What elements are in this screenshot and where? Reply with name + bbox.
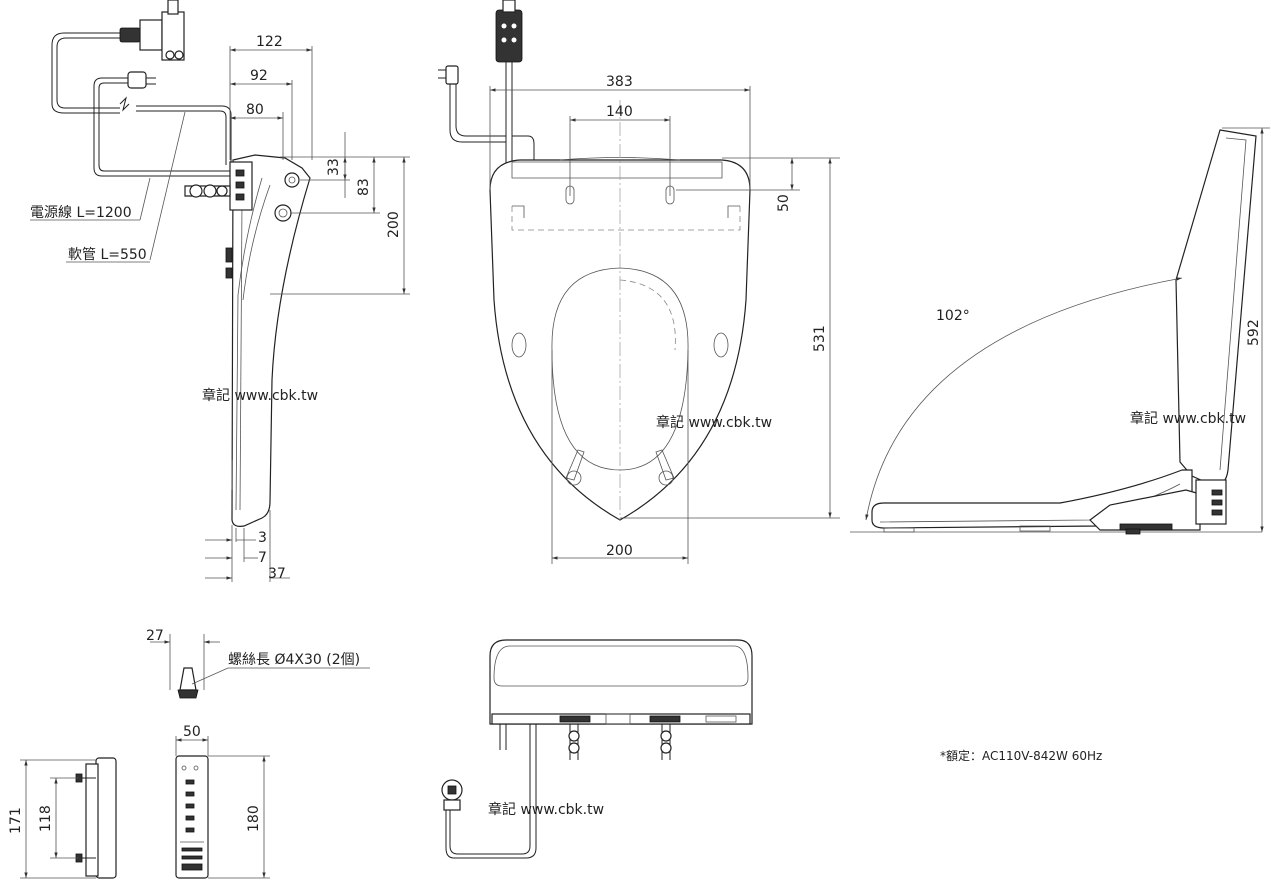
screw-drawing: 27 螺絲長 Ø4X30 (2個) xyxy=(146,628,370,699)
dim-50-top: 50 xyxy=(776,194,792,212)
seat-side-profile xyxy=(184,154,311,527)
dim-3: 3 xyxy=(258,530,267,546)
dim-27: 27 xyxy=(146,628,164,644)
dim-200-bottom: 200 xyxy=(606,543,633,559)
dim-140: 140 xyxy=(606,104,633,120)
dim-122: 122 xyxy=(256,34,283,50)
watermark: 章記 www.cbk.tw xyxy=(656,414,772,431)
dim-531: 531 xyxy=(812,325,828,352)
power-cord-label: 電源線 L=1200 xyxy=(30,205,132,221)
remote-view: 27 螺絲長 Ø4X30 (2個) 171 118 xyxy=(8,628,370,879)
rating-note: *額定：AC110V-842W 60Hz xyxy=(940,748,1102,763)
seat-profile-outline xyxy=(871,129,1257,535)
top-view: 383 140 50 531 200 章記 www.cbk.tw xyxy=(438,0,840,564)
power-cord-drawing xyxy=(51,0,238,177)
side-dimensions: 122 92 80 33 83 200 電源線 L=1200 軟管 L=550 xyxy=(30,34,410,582)
dim-92: 92 xyxy=(250,68,268,84)
dim-33: 33 xyxy=(326,158,342,176)
seat-top-outline xyxy=(489,157,751,521)
side-view: 122 92 80 33 83 200 電源線 L=1200 軟管 L=550 xyxy=(30,0,410,582)
dim-50-remote: 50 xyxy=(183,724,201,740)
dim-80: 80 xyxy=(246,102,264,118)
top-cord xyxy=(438,0,535,165)
front-view: 章記 www.cbk.tw xyxy=(441,639,753,859)
dim-200-side: 200 xyxy=(386,211,402,238)
wall-holder-side: 171 118 xyxy=(8,757,117,879)
dim-118: 118 xyxy=(38,805,54,832)
watermark: 章記 www.cbk.tw xyxy=(202,387,318,404)
dim-592: 592 xyxy=(1246,319,1262,346)
dim-180: 180 xyxy=(246,805,262,832)
remote-front: 50 180 xyxy=(175,724,270,879)
dim-83: 83 xyxy=(356,178,372,196)
dim-37: 37 xyxy=(268,566,286,582)
dim-383: 383 xyxy=(606,74,633,90)
dim-102-angle: 102° xyxy=(936,308,970,324)
profile-view: 102° 592 章記 www.cbk.tw xyxy=(850,127,1270,535)
dim-7: 7 xyxy=(258,550,267,566)
watermark: 章記 www.cbk.tw xyxy=(1130,410,1246,427)
profile-dimensions: 102° 592 xyxy=(865,127,1270,532)
dim-171: 171 xyxy=(8,807,24,834)
hose-label: 軟管 L=550 xyxy=(68,247,147,263)
front-hoses xyxy=(441,724,672,859)
screw-label: 螺絲長 Ø4X30 (2個) xyxy=(228,652,360,668)
top-dimensions: 383 140 50 531 200 xyxy=(489,74,840,564)
watermark: 章記 www.cbk.tw xyxy=(488,801,604,818)
